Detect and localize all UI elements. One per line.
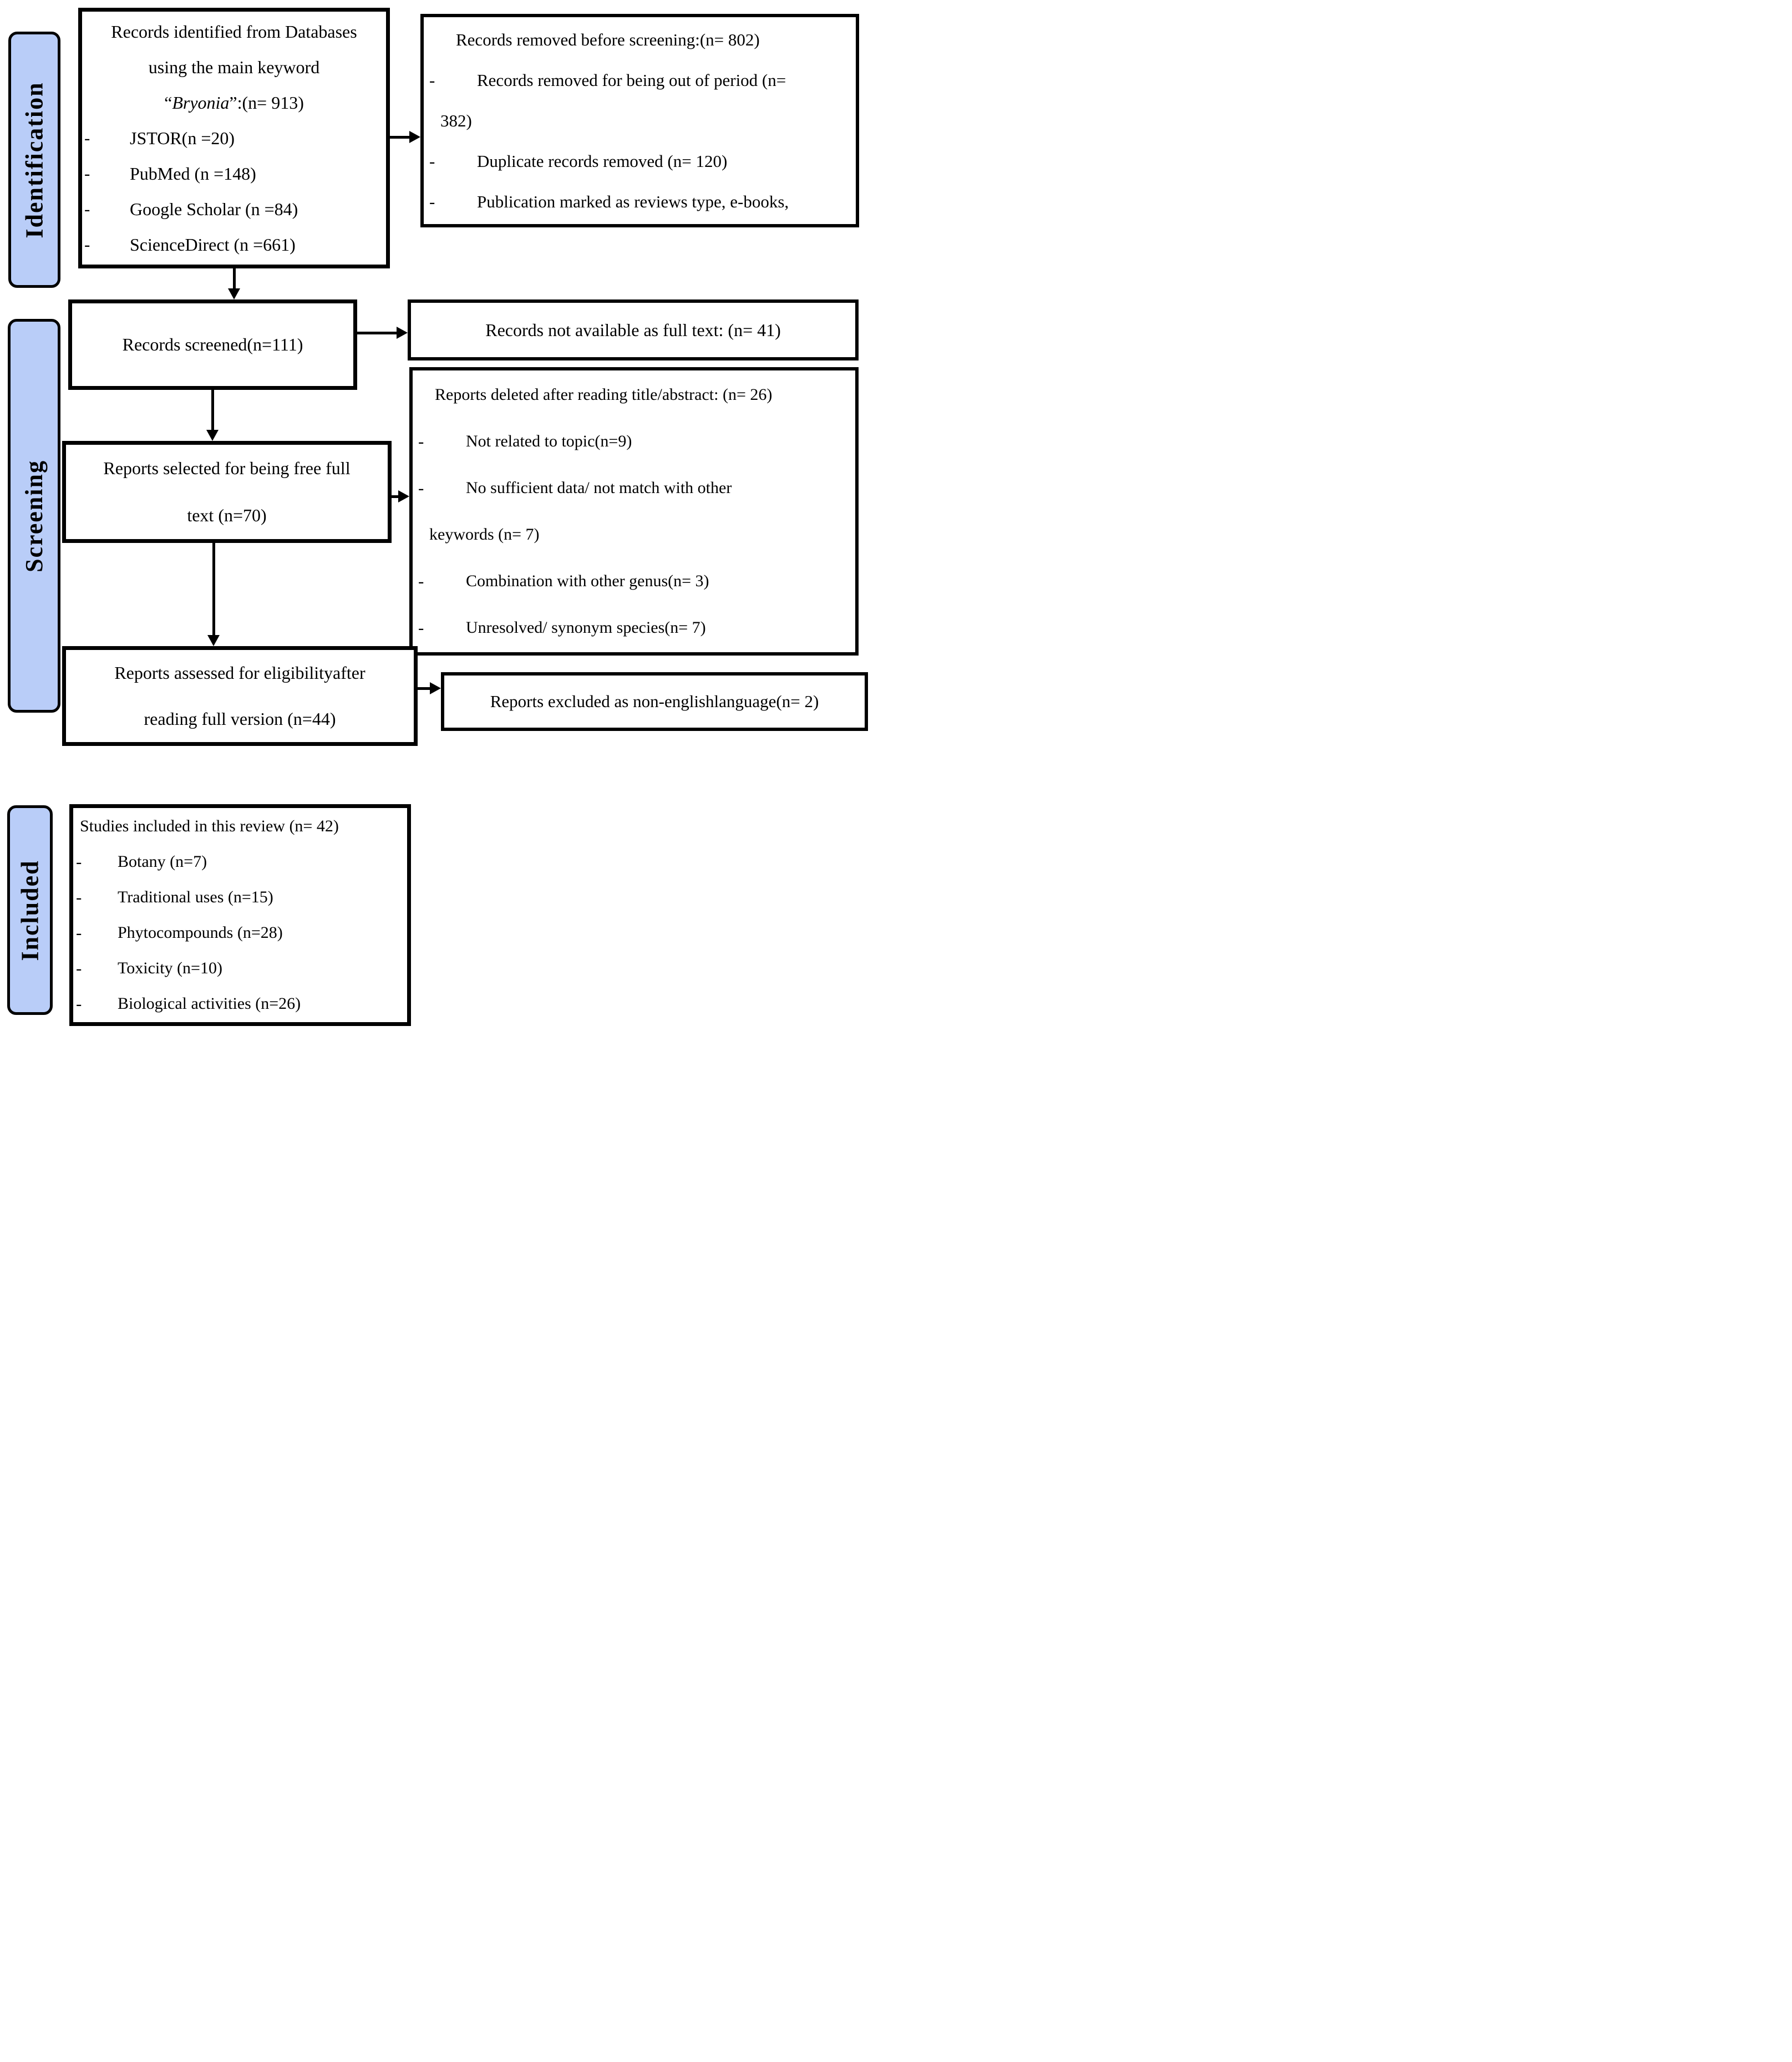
arrow-head xyxy=(409,131,420,143)
arrow-head xyxy=(228,288,240,299)
records-removed-title: Records removed before screening:(n= 802… xyxy=(456,29,760,49)
list-item-no-sufficient-data-cont: keywords (n= 7) xyxy=(429,525,540,544)
keyword-quote-open: “ xyxy=(164,92,172,113)
records-identified-line1: Records identified from Databases xyxy=(111,21,357,42)
dash-marker: - xyxy=(84,164,90,183)
list-item-out-of-period-cont: 382) xyxy=(440,110,472,130)
stage-identification: Identification xyxy=(8,32,60,288)
arrow-identified-to-screened xyxy=(228,268,240,299)
arrow-selected-to-deleted xyxy=(392,490,409,502)
box-records-screened: Records screened(n=111) xyxy=(68,299,357,390)
arrow-identified-to-removed xyxy=(390,131,420,143)
dash-marker: - xyxy=(76,852,82,871)
dash-marker: - xyxy=(76,923,82,942)
dash-marker: - xyxy=(429,191,435,211)
reports-selected-line2: text (n=70) xyxy=(187,505,267,525)
arrow-screened-to-not-available xyxy=(357,327,408,339)
arrow-shaft xyxy=(357,332,398,334)
keyword-name: Bryonia xyxy=(172,92,230,113)
stage-screening-label: Screening xyxy=(21,459,48,572)
dash-marker: - xyxy=(84,128,90,148)
dash-marker: - xyxy=(76,994,82,1013)
arrow-head xyxy=(430,682,441,694)
list-item-publication-type: - Publication marked as reviews type, e-… xyxy=(429,191,789,211)
records-identified-line3: “Bryonia”:(n= 913) xyxy=(82,85,386,120)
arrow-shaft xyxy=(390,136,410,139)
reports-excluded-text: Reports excluded as non-englishlanguage(… xyxy=(490,692,819,711)
arrow-screened-to-selected xyxy=(206,390,219,441)
list-item-jstor: - JSTOR(n =20) xyxy=(84,128,235,148)
list-item-google-scholar: - Google Scholar (n =84) xyxy=(84,199,298,219)
stage-identification-label: Identification xyxy=(21,81,48,238)
arrow-head xyxy=(207,635,220,646)
list-item-botany: - Botany (n=7) xyxy=(76,852,207,871)
box-records-not-available: Records not available as full text: (n= … xyxy=(408,299,859,360)
dash-marker: - xyxy=(76,958,82,978)
reports-assessed-line2: reading full version (n=44) xyxy=(144,709,336,729)
reports-selected-line1: Reports selected for being free full xyxy=(103,458,351,478)
list-item-not-related: - Not related to topic(n=9) xyxy=(418,431,632,451)
list-item-phytocompounds: - Phytocompounds (n=28) xyxy=(76,923,283,942)
studies-included-title: Studies included in this review (n= 42) xyxy=(80,817,339,835)
arrow-shaft xyxy=(233,268,236,290)
arrow-shaft xyxy=(212,543,215,636)
stage-included: Included xyxy=(7,805,53,1015)
box-records-removed: Records removed before screening:(n= 802… xyxy=(420,14,859,227)
arrow-shaft xyxy=(418,687,431,690)
dash-marker: - xyxy=(418,478,424,497)
records-screened-text: Records screened(n=111) xyxy=(122,334,303,354)
box-reports-deleted: Reports deleted after reading title/abst… xyxy=(409,367,859,656)
list-item-combination-genus: - Combination with other genus(n= 3) xyxy=(418,571,709,591)
arrow-selected-to-assessed xyxy=(207,543,220,646)
arrow-head xyxy=(397,327,408,339)
dash-marker: - xyxy=(418,618,424,637)
list-item-no-sufficient-data: - No sufficient data/ not match with oth… xyxy=(418,478,732,497)
dash-marker: - xyxy=(429,70,435,90)
dash-marker: - xyxy=(418,571,424,591)
arrow-shaft xyxy=(211,390,214,431)
box-reports-excluded: Reports excluded as non-englishlanguage(… xyxy=(441,672,868,731)
arrow-head xyxy=(398,490,409,502)
box-studies-included: Studies included in this review (n= 42) … xyxy=(69,804,411,1026)
reports-assessed-line1: Reports assessed for eligibilityafter xyxy=(114,663,365,683)
dash-marker: - xyxy=(84,199,90,219)
list-item-traditional-uses: - Traditional uses (n=15) xyxy=(76,887,273,907)
dash-marker: - xyxy=(76,887,82,907)
keyword-count: ”:(n= 913) xyxy=(229,92,304,113)
list-item-pubmed: - PubMed (n =148) xyxy=(84,163,256,184)
prisma-flow-diagram: Identification Screening Included Record… xyxy=(0,0,896,1031)
list-item-toxicity: - Toxicity (n=10) xyxy=(76,958,222,978)
box-reports-assessed: Reports assessed for eligibilityafter re… xyxy=(62,646,418,746)
reports-deleted-title: Reports deleted after reading title/abst… xyxy=(435,385,773,404)
dash-marker: - xyxy=(429,151,435,171)
list-item-sciencedirect: - ScienceDirect (n =661) xyxy=(84,234,296,255)
arrow-head xyxy=(206,430,219,441)
arrow-shaft xyxy=(392,495,399,498)
list-item-out-of-period: - Records removed for being out of perio… xyxy=(429,70,786,90)
dash-marker: - xyxy=(418,431,424,451)
records-not-available-text: Records not available as full text: (n= … xyxy=(485,319,781,340)
records-identified-line2: using the main keyword xyxy=(148,57,320,77)
list-item-duplicates: - Duplicate records removed (n= 120) xyxy=(429,151,728,171)
list-item-biological-activities: - Biological activities (n=26) xyxy=(76,994,301,1013)
stage-screening: Screening xyxy=(8,319,60,713)
arrow-assessed-to-excluded xyxy=(418,682,441,694)
list-item-unresolved-synonym: - Unresolved/ synonym species(n= 7) xyxy=(418,618,706,637)
box-reports-selected: Reports selected for being free full tex… xyxy=(62,441,392,543)
box-records-identified: Records identified from Databases using … xyxy=(78,8,390,268)
dash-marker: - xyxy=(84,235,90,254)
stage-included-label: Included xyxy=(16,859,44,961)
